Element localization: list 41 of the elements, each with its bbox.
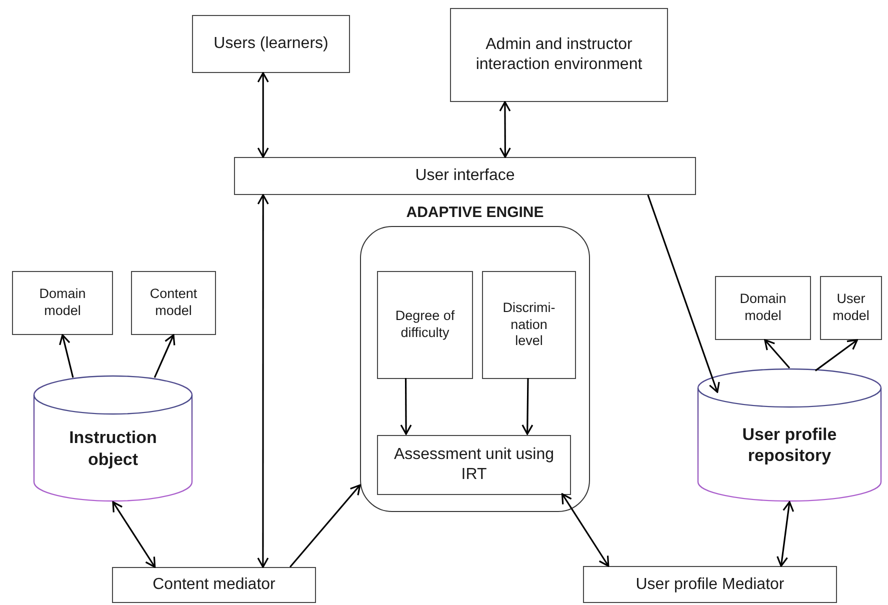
node-label: Domain model [738,291,788,325]
node-label: Admin and instructor interaction environment [474,35,644,75]
node-label: User model [832,291,870,325]
node-label: Domain model [38,286,87,320]
node-label: Assessment unit using IRT [392,445,556,485]
arrow [561,493,610,567]
process-box [234,157,696,195]
arrow [814,339,858,372]
arrow [776,501,794,567]
arrow [112,501,156,568]
arrow [522,378,534,435]
model-box [131,271,216,335]
node-label: Degree of difficulty [394,308,456,342]
node-label: Instruction object [68,427,158,470]
arrow [499,101,511,158]
process-box [377,435,571,495]
node-label: Content model [148,286,198,320]
node-label: User profile Mediator [636,574,784,594]
arrow [647,194,720,393]
group-heading: ADAPTIVE ENGINE [406,202,544,222]
node-label: Content mediator [152,575,276,595]
model-box [820,276,882,340]
arrow [764,339,790,369]
arrow [154,334,176,378]
node-label: Users (learners) [214,34,328,54]
arrow [400,378,412,435]
process-box [450,8,668,102]
process-box [583,566,837,603]
node-label: User interface [415,166,515,186]
process-box [192,15,350,73]
node-label: User profile repository [741,424,838,466]
model-box [482,271,576,379]
arrow [257,72,269,158]
arrow [257,194,269,568]
process-box [112,567,316,603]
model-box [715,276,811,340]
model-box [12,271,113,335]
arrow [289,484,361,568]
node-label: Discrimi- nation level [502,300,556,350]
arrow [59,334,74,378]
model-box [377,271,473,379]
